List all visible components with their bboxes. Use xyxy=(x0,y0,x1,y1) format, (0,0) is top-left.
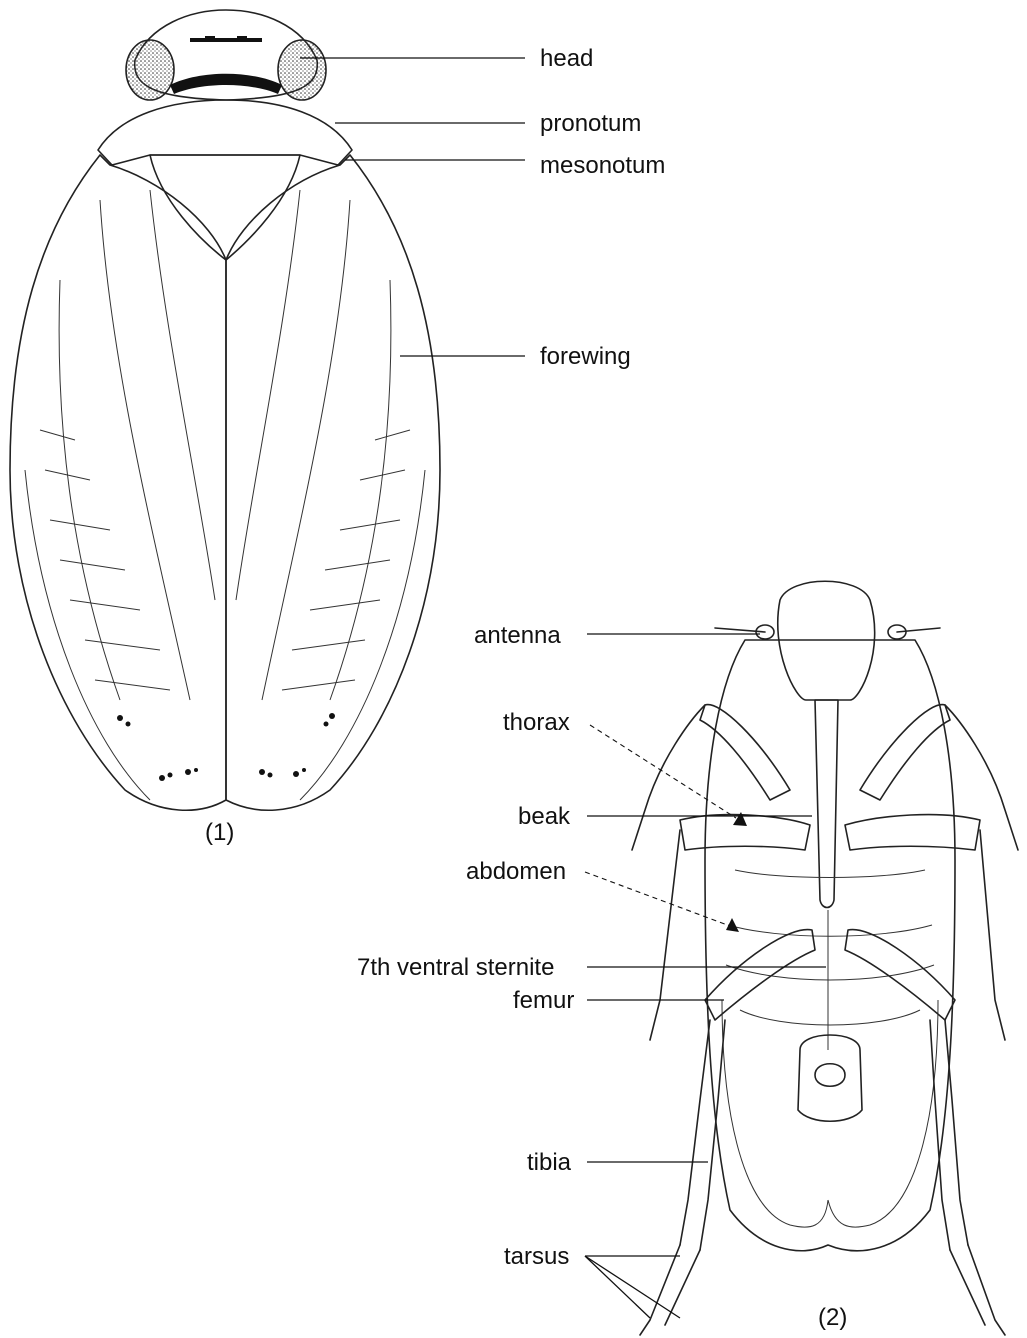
label-head: head xyxy=(540,45,593,72)
antenna-right xyxy=(897,628,940,632)
right-forewing xyxy=(226,155,440,810)
abdomen-marker xyxy=(726,918,739,932)
label-femur: femur xyxy=(513,987,574,1014)
body-outline xyxy=(705,640,955,1251)
label-beak: beak xyxy=(518,803,571,830)
label-antenna: antenna xyxy=(474,622,561,649)
genital-capsule xyxy=(798,1035,862,1121)
label-forewing: forewing xyxy=(540,343,631,370)
legs xyxy=(632,705,1018,1335)
label-abdomen: abdomen xyxy=(466,858,566,885)
right-compound-eye xyxy=(278,40,326,100)
label-mesonotum: mesonotum xyxy=(540,152,665,179)
left-compound-eye xyxy=(126,40,174,100)
wing-veins xyxy=(25,190,425,800)
label-pronotum: pronotum xyxy=(540,110,641,137)
dorsal-view-illustration xyxy=(10,10,440,810)
mesonotum-shield xyxy=(150,155,300,260)
caption-figure-1: (1) xyxy=(205,819,234,846)
abdomen-segments xyxy=(726,870,934,1050)
left-forewing xyxy=(10,155,226,810)
label-7th-ventral-sternite: 7th ventral sternite xyxy=(357,954,554,981)
label-thorax: thorax xyxy=(503,709,570,736)
label-tibia: tibia xyxy=(527,1149,572,1176)
label-tarsus: tarsus xyxy=(504,1243,569,1270)
caption-figure-2: (2) xyxy=(818,1304,847,1331)
pronotum-plate xyxy=(98,100,352,165)
ventral-view-illustration xyxy=(632,581,1018,1335)
beak-rostrum xyxy=(815,700,838,908)
